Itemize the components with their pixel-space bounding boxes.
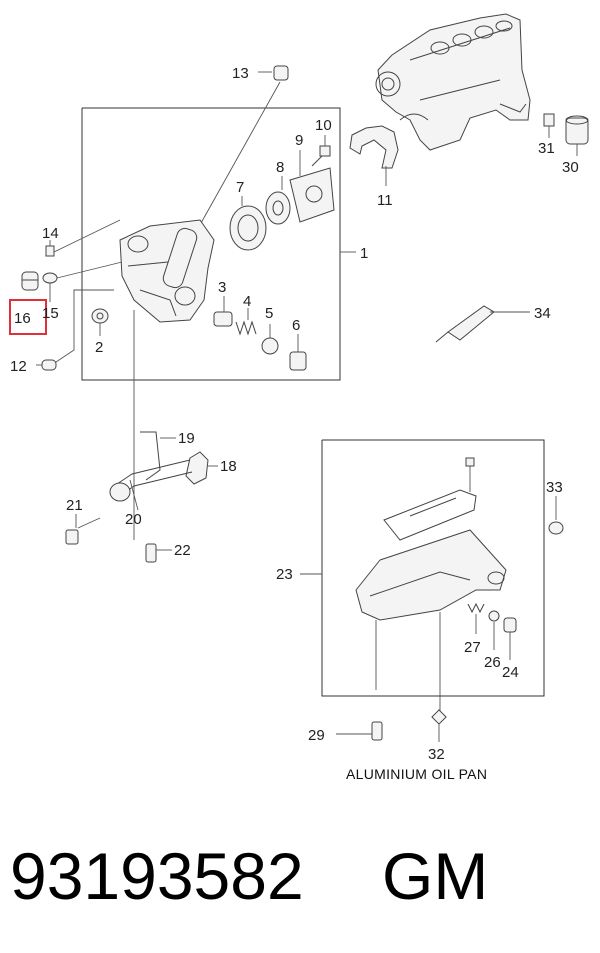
- bolt-13: [195, 65, 289, 233]
- callout-19: 19: [178, 430, 195, 447]
- callout-13: 13: [232, 65, 249, 82]
- callout-labels: 1 2 3 4 5 6 7 8 9 10 11 12 13 14 15 16 1…: [10, 65, 579, 763]
- callout-10: 10: [315, 117, 332, 134]
- plug-16: [21, 271, 39, 291]
- washer-5: [261, 324, 279, 355]
- bolt-14: [45, 219, 121, 257]
- bolt-29: [336, 721, 383, 741]
- oil-pump-group-frame: [81, 107, 356, 381]
- callout-30: 30: [562, 159, 579, 176]
- callout-11: 11: [377, 192, 393, 209]
- callout-1: 1: [360, 245, 368, 262]
- callout-2: 2: [95, 339, 103, 356]
- oil-pickup-assembly: [65, 310, 218, 563]
- washer-2: [91, 308, 109, 336]
- sealant-tube-34: [435, 305, 530, 343]
- callout-29: 29: [308, 727, 325, 744]
- seal-carrier-11: [349, 125, 399, 186]
- fitting-33: [548, 496, 564, 535]
- callout-32: 32: [428, 746, 445, 763]
- part-number-footer: 93193582 GM: [10, 826, 590, 926]
- highlight-box-16: [9, 299, 47, 335]
- drain-parts-27-26-24: [467, 602, 517, 660]
- callout-6: 6: [292, 317, 300, 334]
- callout-16: 16: [14, 310, 31, 327]
- callout-21: 21: [66, 497, 83, 514]
- oil-pump-body: [119, 219, 215, 323]
- exploded-parts-diagram: 1 2 3 4 5 6 7 8 9 10 11 12 13 14 15 16 1…: [9, 13, 589, 782]
- brand-name: GM: [382, 839, 489, 913]
- callout-22: 22: [174, 542, 191, 559]
- callout-31: 31: [538, 140, 555, 157]
- oil-filter-30: [565, 115, 589, 156]
- callout-3: 3: [218, 279, 226, 296]
- plug-6: [289, 334, 307, 371]
- callout-14: 14: [42, 225, 59, 242]
- oil-pan-group-frame: [300, 439, 545, 697]
- callout-26: 26: [484, 654, 501, 671]
- part-number: 93193582: [10, 839, 304, 913]
- callout-20: 20: [125, 511, 142, 528]
- callout-5: 5: [265, 305, 273, 322]
- cover-plate-9: [289, 150, 335, 223]
- callout-15: 15: [42, 305, 59, 322]
- seal-12: [36, 289, 114, 371]
- callout-12: 12: [10, 358, 27, 375]
- callout-18: 18: [220, 458, 237, 475]
- callout-9: 9: [295, 132, 303, 149]
- engine-block: [375, 13, 531, 151]
- valve-3: [213, 296, 233, 327]
- callout-4: 4: [243, 293, 251, 310]
- oil-pan-body: [355, 529, 507, 621]
- spring-4: [235, 308, 257, 336]
- callout-8: 8: [276, 159, 284, 176]
- callout-24: 24: [502, 664, 519, 681]
- outer-rotor-7: [229, 196, 267, 251]
- callout-33: 33: [546, 479, 563, 496]
- washer-15: [42, 261, 123, 302]
- oil-pan-caption: ALUMINIUM OIL PAN: [346, 766, 487, 782]
- callout-27: 27: [464, 639, 481, 656]
- callout-34: 34: [534, 305, 551, 322]
- oil-pan-leaders: [375, 612, 447, 742]
- callout-23: 23: [276, 566, 293, 583]
- inner-gear-8: [265, 176, 291, 225]
- oil-pan-gasket: [383, 457, 477, 541]
- screw-10: [311, 135, 331, 167]
- callout-7: 7: [236, 179, 244, 196]
- fitting-31: [543, 113, 555, 138]
